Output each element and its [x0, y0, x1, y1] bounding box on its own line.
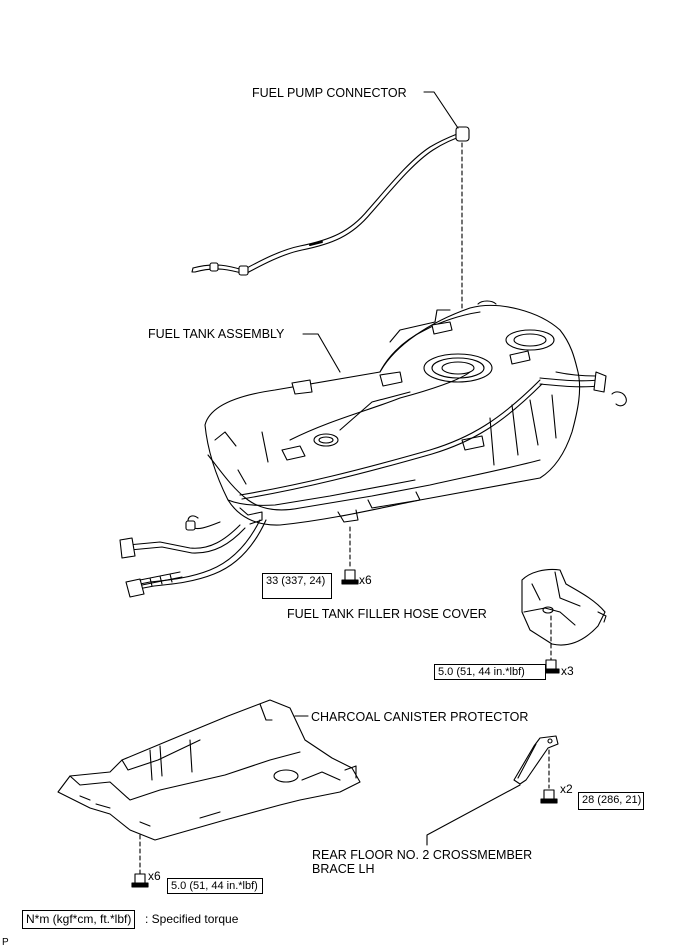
filler-hose-cover [521, 568, 607, 646]
canister-protector [57, 699, 361, 841]
fuel-tank-leader [302, 333, 341, 373]
qty-brace-bolt: x2 [560, 782, 573, 796]
legend-description: : Specified torque [145, 912, 239, 926]
label-crossmember-brace-line1: REAR FLOOR NO. 2 CROSSMEMBER [312, 848, 533, 862]
crossmember-brace [513, 735, 559, 785]
label-fuel-pump-connector: FUEL PUMP CONNECTOR [252, 86, 407, 100]
qty-tank-bolt: x6 [359, 573, 372, 587]
torque-brace-bolt: 28 (286, 21) [578, 792, 644, 810]
footer-mark: P [2, 937, 9, 948]
label-fuel-tank-assembly: FUEL TANK ASSEMBLY [148, 327, 285, 341]
label-filler-hose-cover: FUEL TANK FILLER HOSE COVER [287, 607, 487, 621]
fuel-pump-connector-leader [423, 91, 459, 129]
protector-bolt-icon [131, 873, 149, 888]
torque-tank-bolt: 33 (337, 24) [262, 573, 332, 599]
fuel-tank-body [204, 300, 627, 526]
label-crossmember-brace-line2: BRACE LH [312, 862, 375, 876]
torque-protector-bolt: 5.0 (51, 44 in.*lbf) [167, 878, 263, 894]
filler-neck-icon [313, 433, 339, 447]
tank-bolt-icon [341, 569, 359, 585]
brace-leader [426, 784, 521, 846]
label-canister-protector: CHARCOAL CANISTER PROTECTOR [311, 710, 529, 724]
torque-filler-cover-bolt: 5.0 (51, 44 in.*lbf) [434, 664, 546, 680]
connector-plug-icon [455, 126, 470, 142]
qty-protector-bolt: x6 [148, 869, 161, 883]
legend-unit-box: N*m (kgf*cm, ft.*lbf) [22, 910, 136, 929]
fuel-pump-connector-harness [191, 126, 470, 276]
qty-filler-cover-bolt: x3 [561, 664, 574, 678]
brace-bolt-icon [540, 789, 558, 804]
filler-hoses [119, 515, 267, 598]
hose-end-icon [119, 537, 136, 559]
